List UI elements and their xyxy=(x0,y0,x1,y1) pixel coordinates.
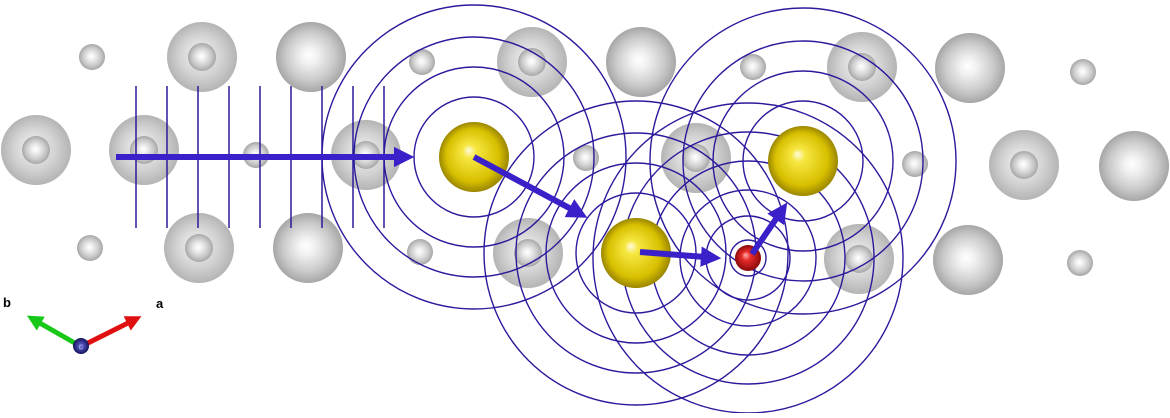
grey-atoms xyxy=(1,22,1169,295)
grey-atom xyxy=(1099,131,1169,201)
scatter-arrow xyxy=(749,202,788,256)
axis-b-label: b xyxy=(3,295,11,310)
wave-ring xyxy=(575,192,697,314)
grey-atom xyxy=(606,27,676,97)
grey-atom xyxy=(273,213,343,283)
grey-atom xyxy=(409,49,435,75)
wave-ring xyxy=(729,239,767,277)
scatter-arrow xyxy=(639,246,722,267)
grey-atom xyxy=(77,235,103,261)
grey-atom xyxy=(22,136,50,164)
grey-atom xyxy=(276,22,346,92)
grey-atom xyxy=(518,48,546,76)
yellow-atom xyxy=(601,218,671,288)
grey-atom xyxy=(573,145,599,171)
grey-atom xyxy=(1010,151,1038,179)
axes-indicator: c b a xyxy=(3,295,164,354)
axis-a-arrow xyxy=(80,316,142,349)
wave-ring xyxy=(742,100,864,222)
grey-atom xyxy=(933,225,1003,295)
wave-ring xyxy=(483,100,789,406)
grey-atom xyxy=(1070,59,1096,85)
grey-atom xyxy=(935,33,1005,103)
grey-atom xyxy=(845,245,873,273)
grey-atom xyxy=(1067,250,1093,276)
grey-atom xyxy=(188,43,216,71)
wave-ring xyxy=(682,40,924,282)
grey-atom xyxy=(185,234,213,262)
scatter-arrow xyxy=(472,154,588,218)
grey-atom xyxy=(682,144,710,172)
grey-atom xyxy=(407,239,433,265)
axis-a-label: a xyxy=(156,296,164,311)
axis-c-label: c xyxy=(78,342,83,352)
grey-atom xyxy=(514,239,542,267)
axis-c-origin xyxy=(73,338,89,354)
wave-ring xyxy=(649,7,957,315)
path-arrows xyxy=(116,146,788,267)
grey-atom xyxy=(740,54,766,80)
grey-atom xyxy=(902,151,928,177)
yellow-atom xyxy=(768,126,838,196)
wave-ring xyxy=(712,70,894,252)
axis-b-arrow xyxy=(26,315,82,349)
grey-atom xyxy=(79,44,105,70)
